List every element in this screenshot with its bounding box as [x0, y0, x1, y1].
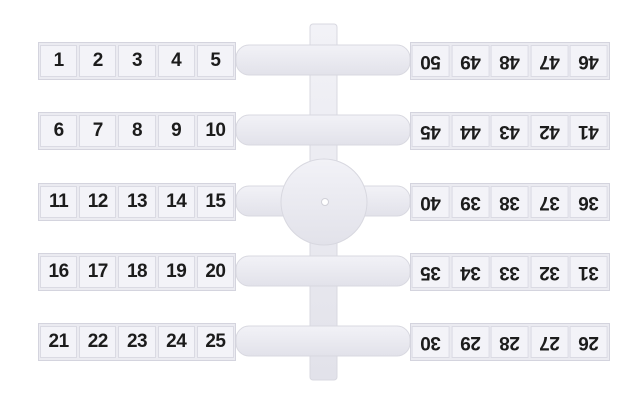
marker-cell: 26	[570, 326, 608, 358]
marker-cell: 38	[491, 186, 529, 218]
marker-cell: 41	[570, 115, 608, 147]
marker-cell: 7	[79, 115, 117, 147]
marker-cell: 17	[79, 256, 117, 288]
marker-cell: 29	[451, 326, 490, 358]
marker-cell: 34	[451, 256, 490, 288]
marker-cell: 4	[157, 45, 195, 77]
runner-row-5	[235, 325, 411, 357]
marker-cell: 22	[79, 326, 117, 358]
marker-cell: 24	[157, 326, 195, 358]
marker-cell: 14	[157, 186, 195, 218]
runner-row-1	[235, 44, 411, 76]
marker-cell: 20	[196, 256, 235, 288]
marker-cell: 30	[412, 326, 450, 358]
marker-cell: 35	[412, 256, 450, 288]
runner-row-4	[235, 255, 411, 287]
marker-cell: 5	[196, 45, 235, 77]
marker-cell: 19	[157, 256, 195, 288]
marker-cell: 12	[79, 186, 117, 218]
marker-cell: 1	[40, 45, 78, 77]
marker-cell: 43	[491, 115, 529, 147]
marker-strip-left-3: 11 12 13 14 15	[38, 183, 236, 221]
marker-cell: 37	[530, 186, 569, 218]
marker-cell: 21	[40, 326, 78, 358]
marker-cell: 3	[118, 45, 156, 77]
marker-cell: 16	[40, 256, 78, 288]
marker-strip-right-1: 50 49 48 47 46	[410, 42, 610, 80]
marker-cell: 31	[570, 256, 608, 288]
marker-cell: 45	[412, 115, 450, 147]
marker-strip-right-2: 45 44 43 42 41	[410, 112, 610, 150]
marker-cell: 10	[196, 115, 235, 147]
marker-strip-right-3: 40 39 38 37 36	[410, 183, 610, 221]
marker-cell: 28	[491, 326, 529, 358]
marker-strip-right-4: 35 34 33 32 31	[410, 253, 610, 291]
marker-cell: 8	[118, 115, 156, 147]
marker-cell: 13	[118, 186, 156, 218]
marker-cell: 33	[491, 256, 529, 288]
marker-cell: 36	[570, 186, 608, 218]
marker-cell: 6	[40, 115, 78, 147]
marker-strip-left-1: 1 2 3 4 5	[38, 42, 236, 80]
marker-cell: 50	[412, 45, 450, 77]
marker-strip-left-4: 16 17 18 19 20	[38, 253, 236, 291]
marker-cell: 25	[196, 326, 235, 358]
marker-cell: 32	[530, 256, 569, 288]
marker-cell: 15	[196, 186, 235, 218]
marker-strip-left-2: 6 7 8 9 10	[38, 112, 236, 150]
marker-strip-right-5: 30 29 28 27 26	[410, 323, 610, 361]
marker-cell: 40	[412, 186, 450, 218]
marker-cell: 23	[118, 326, 156, 358]
marker-cell: 49	[451, 45, 490, 77]
marker-cell: 44	[451, 115, 490, 147]
marker-cell: 27	[530, 326, 569, 358]
runner-row-2	[235, 114, 411, 146]
marker-cell: 48	[491, 45, 529, 77]
marker-cell: 2	[79, 45, 117, 77]
marker-cell: 11	[40, 186, 78, 218]
marker-cell: 42	[530, 115, 569, 147]
marker-cell: 46	[570, 45, 608, 77]
marker-cell: 39	[451, 186, 490, 218]
hub-hole	[321, 198, 329, 206]
marker-cell: 47	[530, 45, 569, 77]
marker-cell: 9	[157, 115, 195, 147]
marker-cell: 18	[118, 256, 156, 288]
marker-strip-left-5: 21 22 23 24 25	[38, 323, 236, 361]
